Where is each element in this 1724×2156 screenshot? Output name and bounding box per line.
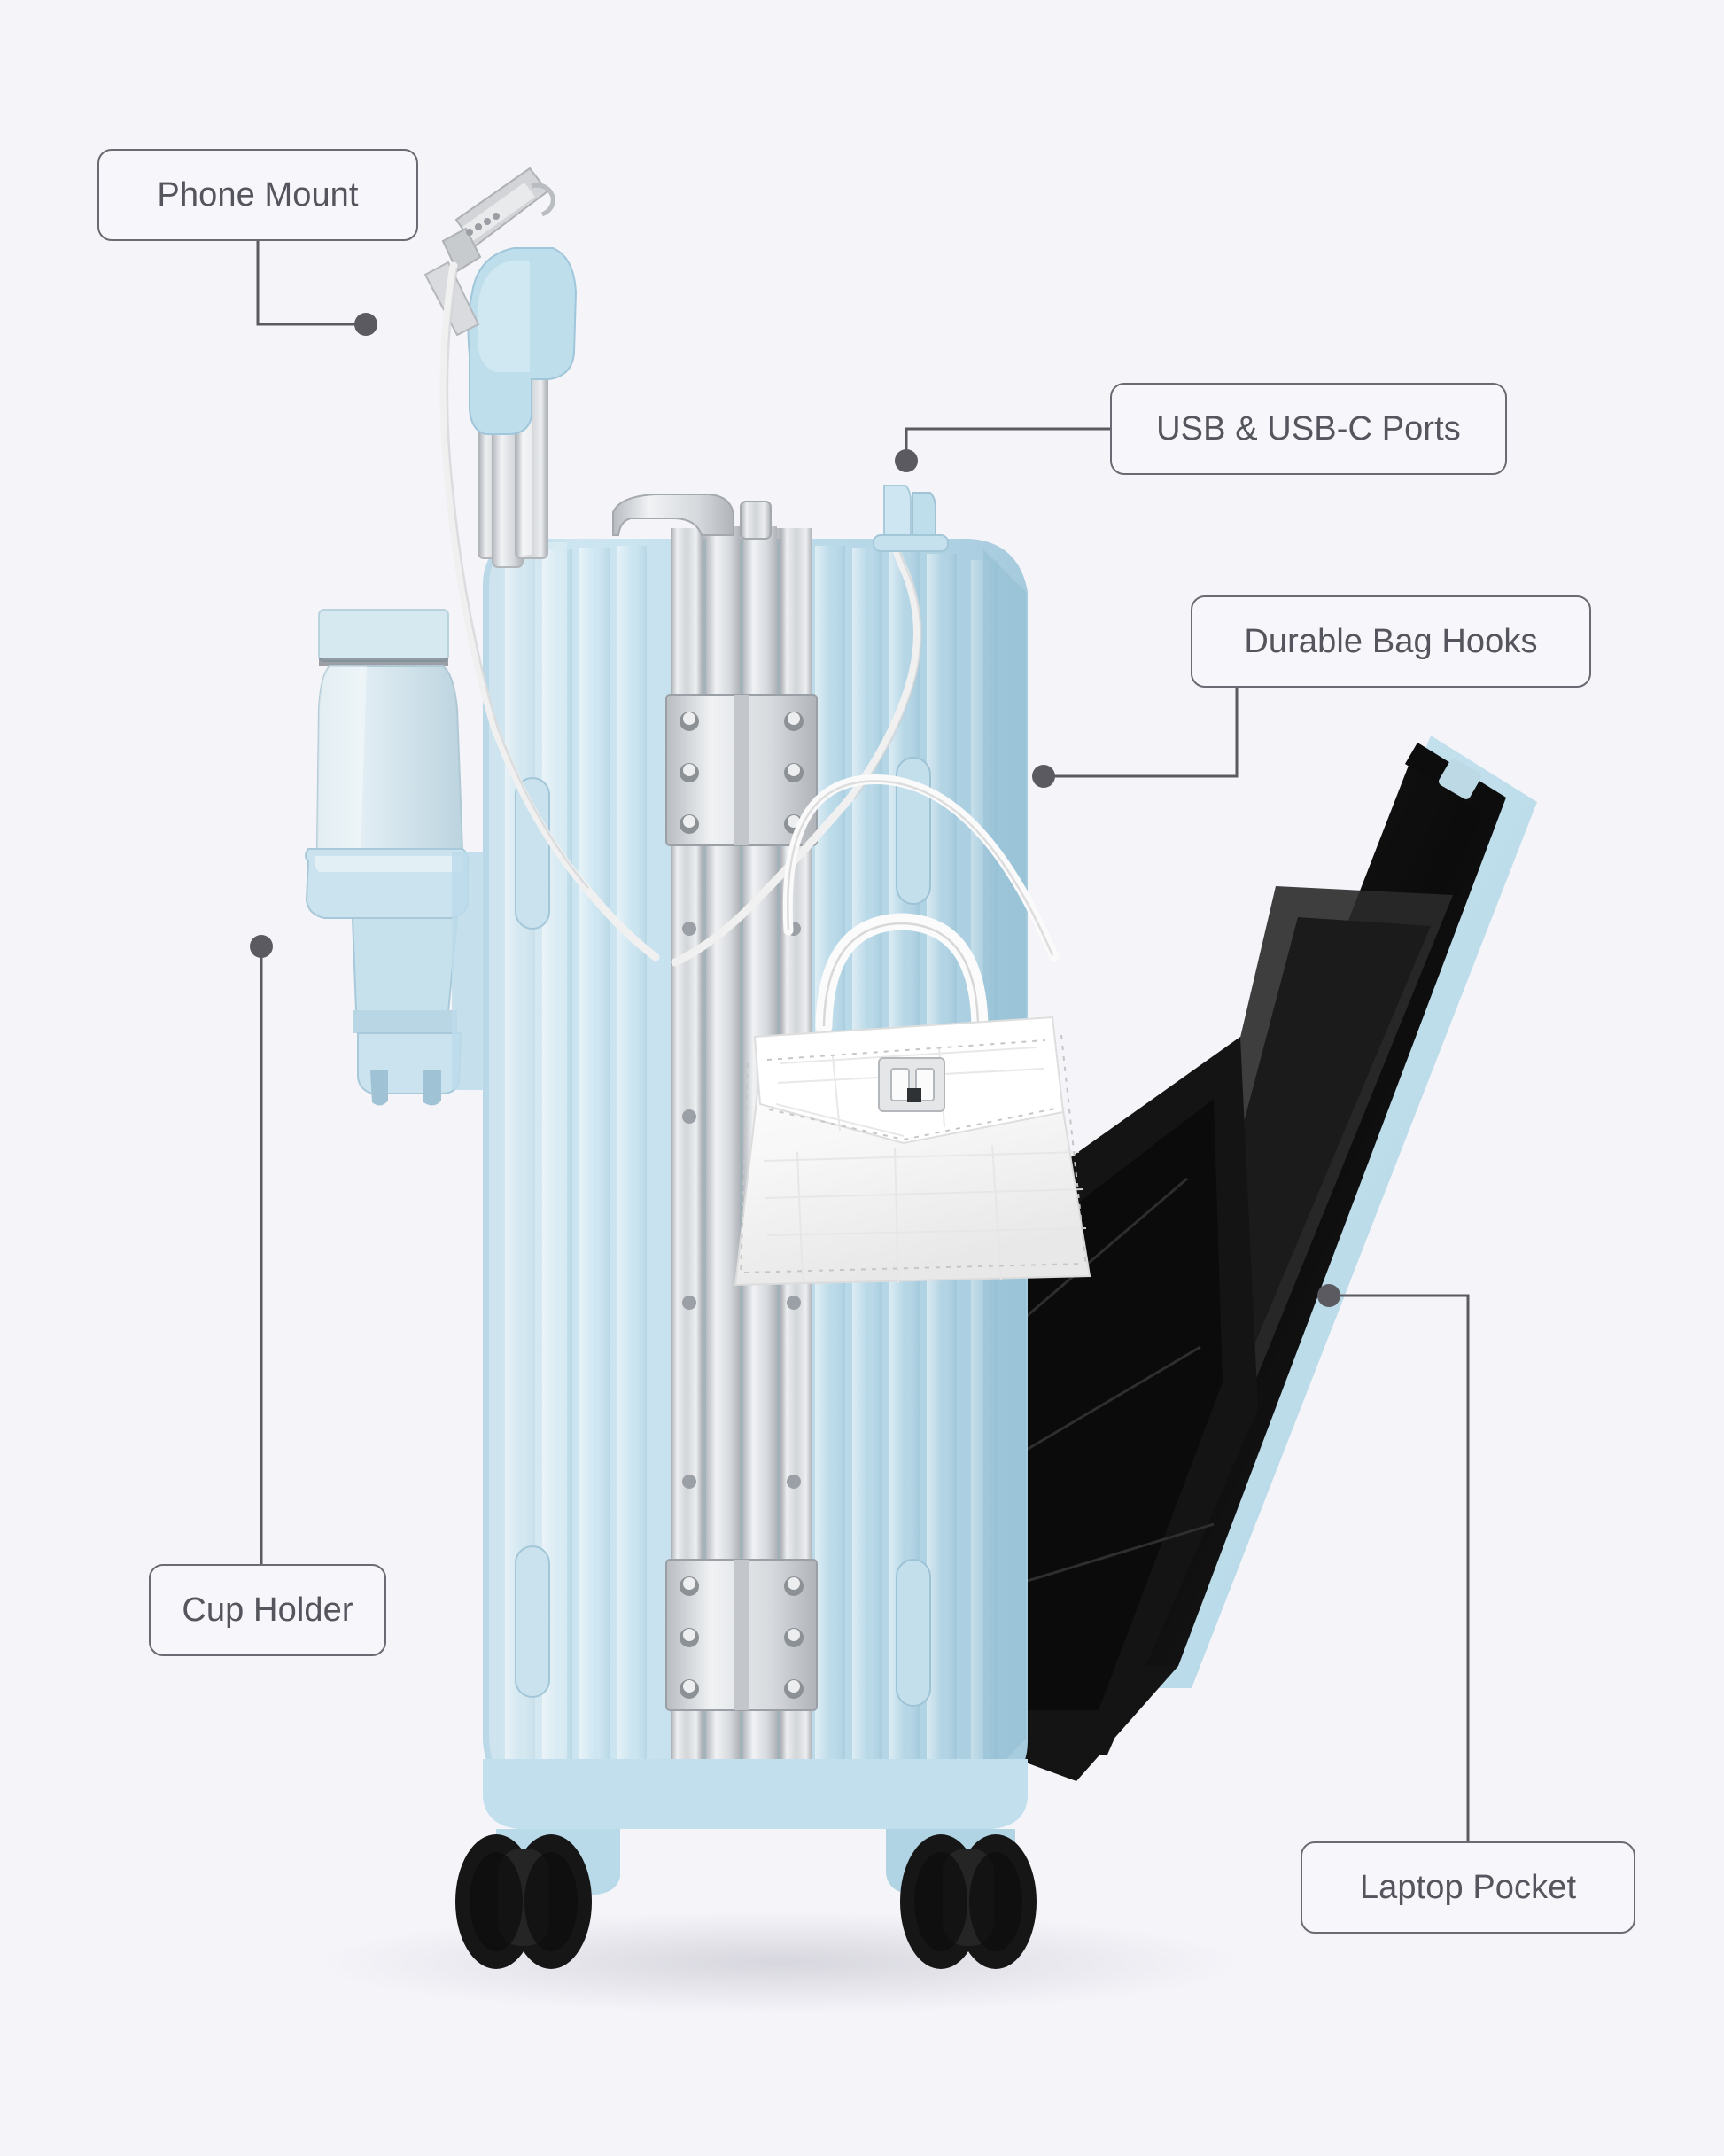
- cup-holder-bracket: [305, 848, 484, 1106]
- hinge-lower-rivet-highlights: [683, 1577, 800, 1693]
- handbag: [734, 774, 1091, 1287]
- hinge-upper-rivet-highlights: [683, 712, 800, 828]
- callout-laptop-pocket[interactable]: Laptop Pocket: [1301, 1841, 1635, 1934]
- charging-cable: [439, 261, 921, 967]
- phone-speaker-dots: [466, 213, 500, 236]
- callout-phone-mount[interactable]: Phone Mount: [97, 149, 418, 241]
- side-handle-upper-right: [896, 757, 931, 905]
- callout-label-cup-holder: Cup Holder: [182, 1591, 353, 1629]
- handbag-croc-texture: [763, 1047, 1087, 1284]
- callout-label-phone-mount: Phone Mount: [157, 175, 359, 214]
- wheel-rear: [900, 1834, 1037, 1969]
- callout-label-usb-ports: USB & USB-C Ports: [1156, 409, 1461, 448]
- callout-cup-holder[interactable]: Cup Holder: [149, 1564, 386, 1656]
- pocket-seam-2: [1005, 1345, 1201, 1464]
- handbag-stitching: [740, 1034, 1087, 1277]
- side-handle-upper-left: [515, 777, 550, 930]
- base-rail: [483, 1759, 1028, 1829]
- cup-holder-clip-left: [370, 1070, 388, 1106]
- pocket-seam-1: [1000, 1177, 1188, 1340]
- callout-label-laptop-pocket: Laptop Pocket: [1359, 1868, 1577, 1906]
- cup-holder-arm: [452, 852, 484, 1090]
- bottle-highlight: [317, 666, 367, 886]
- pocket-seam-3: [1009, 1522, 1215, 1588]
- callout-label-bag-hooks: Durable Bag Hooks: [1244, 622, 1538, 660]
- callout-bag-hooks[interactable]: Durable Bag Hooks: [1191, 595, 1591, 688]
- cup-holder-clip-right: [423, 1070, 441, 1106]
- bottle-cap: [318, 609, 449, 662]
- ground-shadow: [319, 1911, 1240, 2014]
- top-carry-handle: [612, 494, 772, 540]
- channel-rivets: [682, 922, 801, 1489]
- bottle-cap-seam: [319, 658, 448, 666]
- wheel-front: [455, 1834, 592, 1969]
- side-handle-lower-right: [896, 1559, 931, 1707]
- bag-hook: [873, 485, 949, 552]
- handle-mount-right: [740, 501, 772, 540]
- bag-hook-base: [873, 534, 949, 552]
- lid-zipper-pull: [1439, 759, 1481, 799]
- hinge-upper: [665, 694, 818, 846]
- phone-mount-clamp: [467, 247, 578, 435]
- side-handle-lower-left: [515, 1545, 550, 1698]
- hinge-lower: [665, 1559, 818, 1711]
- water-bottle: [315, 609, 464, 887]
- cup-holder-base-band: [353, 1010, 457, 1033]
- callout-usb-ports[interactable]: USB & USB-C Ports: [1110, 383, 1507, 475]
